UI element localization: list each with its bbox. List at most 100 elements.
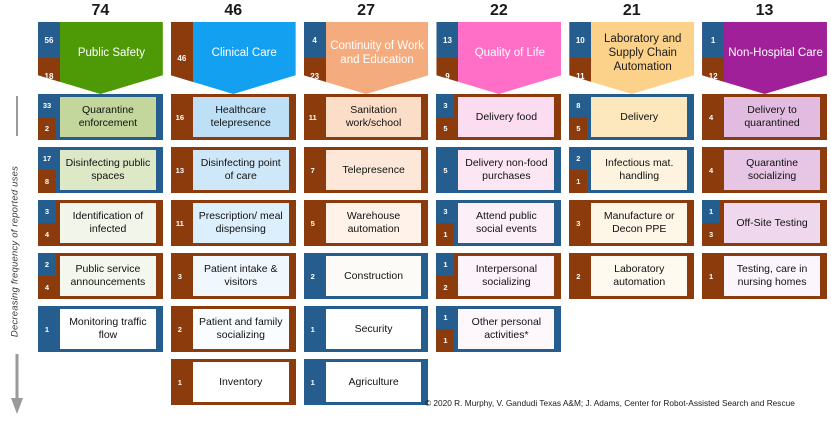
item-frame: Testing, care in nursing homes xyxy=(720,253,827,299)
header-count-badge: 10 xyxy=(569,22,592,58)
item-count-badge: 13 xyxy=(170,147,189,193)
item-badge-group: 1 xyxy=(170,359,189,405)
header-count-badge: 11 xyxy=(569,58,592,94)
item-frame: Inventory xyxy=(188,359,296,405)
item-count-badge: 8 xyxy=(38,170,56,193)
item-frame: Telepresence xyxy=(321,147,429,193)
use-case-label: Patient and family socializing xyxy=(192,309,289,349)
column-total: 46 xyxy=(224,2,243,19)
column-header-title: Non-Hospital Care xyxy=(728,46,823,59)
item-badge-group: 13 xyxy=(170,147,189,193)
use-case-label: Interpersonal socializing xyxy=(458,256,555,296)
item-frame: Prescription/ meal dispensing xyxy=(188,200,296,246)
item-frame: Patient intake & visitors xyxy=(188,253,296,299)
item-count-badge: 17 xyxy=(38,147,56,170)
use-case-label: Manufacture or Decon PPE xyxy=(591,203,688,243)
item-badge-group: 7 xyxy=(303,147,322,193)
copyright-credit: © 2020 R. Murphy, V. Gandudi Texas A&M; … xyxy=(425,398,795,408)
item-count-badge: 4 xyxy=(38,223,56,246)
item-count-badge: 3 xyxy=(569,200,588,246)
item-frame: Quarantine enforcement xyxy=(56,94,163,140)
header-badge-group: 46 xyxy=(170,22,193,94)
item-count-badge: 3 xyxy=(436,94,455,117)
item-frame: Healthcare telepresence xyxy=(188,94,296,140)
item-badge-group: 1 xyxy=(303,306,322,352)
item-badge-group: 2 xyxy=(170,306,189,352)
item-frame: Interpersonal socializing xyxy=(454,253,562,299)
item-badge-group: 11 xyxy=(170,200,189,246)
item-count-badge: 2 xyxy=(303,253,322,299)
item-count-badge: 1 xyxy=(436,306,455,329)
item-count-badge: 1 xyxy=(702,253,721,299)
use-case-label: Patient intake & visitors xyxy=(192,256,289,296)
use-case-label: Infectious mat. handling xyxy=(591,150,688,190)
item-frame: Off-Site Testing xyxy=(720,200,827,246)
item-frame: Manufacture or Decon PPE xyxy=(587,200,695,246)
item-count-badge: 3 xyxy=(702,223,721,246)
column-total: 13 xyxy=(755,2,774,19)
item-frame: Other personal activities* xyxy=(454,306,562,352)
item-count-badge: 7 xyxy=(303,147,322,193)
item-count-badge: 3 xyxy=(436,200,455,223)
item-frame: Monitoring traffic flow xyxy=(56,306,163,352)
item-frame: Laboratory automation xyxy=(587,253,695,299)
item-badge-group: 11 xyxy=(303,94,322,140)
header-count-badge: 23 xyxy=(303,58,326,94)
item-count-badge: 2 xyxy=(38,253,56,276)
column-header-title: Laboratory and Supply Chain Automation xyxy=(604,32,682,73)
item-frame: Quarantine socializing xyxy=(720,147,827,193)
item-frame: Warehouse automation xyxy=(321,200,429,246)
item-count-badge: 1 xyxy=(702,200,721,223)
item-count-badge: 1 xyxy=(170,359,189,405)
item-badge-group: 1 xyxy=(38,306,56,352)
use-case-label: Agriculture xyxy=(325,362,422,402)
item-frame: Disinfecting public spaces xyxy=(56,147,163,193)
